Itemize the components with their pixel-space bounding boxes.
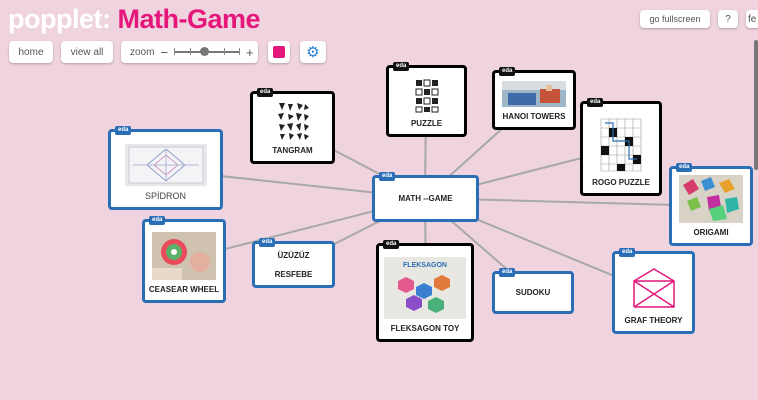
popple-label: FLEKSAGON TOY xyxy=(390,324,460,333)
popple-label: MATH --GAME xyxy=(398,194,453,203)
author-tag: eda xyxy=(499,268,516,277)
popple-label: ROGO PUZZLE xyxy=(592,178,650,187)
side-scrollbar[interactable] xyxy=(754,40,758,170)
popple-origami[interactable]: eda ORIGAMI xyxy=(669,163,753,246)
author-tag: eda xyxy=(383,240,400,249)
popple-label: SPİDRON xyxy=(144,191,186,201)
popple-fleksagon-toy[interactable]: eda FLEKSAGON FLEKSAGON TOY xyxy=(376,240,474,342)
fullscreen-button[interactable]: go fullscreen xyxy=(640,10,710,28)
zoom-slider[interactable] xyxy=(174,47,241,56)
gear-icon: ⚙ xyxy=(306,44,320,61)
brand-name: popplet: xyxy=(8,4,111,34)
author-tag: eda xyxy=(257,88,274,97)
ceasear-image xyxy=(152,232,216,280)
author-tag: eda xyxy=(587,98,604,107)
app-logo: popplet: Math-Game xyxy=(8,4,261,35)
popple-sudoku[interactable]: eda SUDOKU xyxy=(492,268,574,314)
fleksagon-image-caption: FLEKSAGON xyxy=(403,262,447,269)
home-button[interactable]: home xyxy=(9,41,53,63)
feedback-button[interactable]: fe xyxy=(746,10,758,28)
graf-image xyxy=(632,268,675,308)
origami-image xyxy=(679,175,743,223)
fleksagon-image: FLEKSAGON xyxy=(384,257,466,319)
popple-label-secondary: RESFEBE xyxy=(274,269,313,279)
help-button[interactable]: ? xyxy=(718,10,738,28)
popplet-title: Math-Game xyxy=(117,4,261,34)
author-tag: eda xyxy=(393,62,410,71)
hanoi-image xyxy=(502,81,566,107)
zoom-in-button[interactable]: + xyxy=(246,44,254,60)
popple-rogo-puzzle[interactable]: eda ROGO PUZZLE xyxy=(580,98,662,196)
tangram-image xyxy=(275,101,310,141)
author-tag: eda xyxy=(499,67,516,76)
zoom-control: zoom − + xyxy=(121,41,258,63)
author-tag: eda xyxy=(149,216,166,225)
popple-label: TANGRAM xyxy=(272,146,313,155)
popple-tangram[interactable]: eda TANGRAM xyxy=(250,88,335,164)
settings-button[interactable]: ⚙ xyxy=(300,41,326,63)
popple-label: CEASEAR WHEEL xyxy=(148,285,220,294)
author-tag: eda xyxy=(259,238,276,247)
rogo-image xyxy=(599,117,643,173)
popple-label: HANOI TOWERS xyxy=(502,112,566,121)
popple-hanoi-towers[interactable]: eda HANOI TOWERS xyxy=(492,67,576,130)
popple-label: ÜZÜZÜZ xyxy=(277,250,310,260)
color-picker-button[interactable] xyxy=(268,41,290,63)
popple-puzzle[interactable]: eda PUZZLE xyxy=(386,62,467,137)
author-tag: eda xyxy=(115,126,132,135)
color-swatch xyxy=(273,46,285,58)
popple-label: SUDOKU xyxy=(515,288,551,297)
popple-label: GRAF THEORY xyxy=(624,316,683,325)
view-all-button[interactable]: view all xyxy=(61,41,113,63)
popple-label: PUZZLE xyxy=(410,119,443,128)
zoom-out-button[interactable]: − xyxy=(160,44,169,60)
popple-math-game[interactable]: eda MATH --GAME xyxy=(372,172,479,222)
popple-label: ORIGAMI xyxy=(693,228,729,237)
zoom-slider-handle[interactable] xyxy=(200,47,210,56)
zoom-label: zoom xyxy=(130,46,155,58)
puzzle-image xyxy=(413,78,440,114)
popple-graf-theory[interactable]: eda GRAF THEORY xyxy=(612,248,695,334)
author-tag: eda xyxy=(619,248,636,257)
popple-spidron[interactable]: eda SPİDRON xyxy=(108,126,223,210)
author-tag: eda xyxy=(379,172,396,181)
spidron-image xyxy=(124,144,207,186)
author-tag: eda xyxy=(676,163,693,172)
popple-ceasear-wheel[interactable]: eda CEASEAR WHEEL xyxy=(142,216,226,303)
popple-uzuzuz-resfebe[interactable]: eda ÜZÜZÜZ RESFEBE xyxy=(252,238,335,288)
